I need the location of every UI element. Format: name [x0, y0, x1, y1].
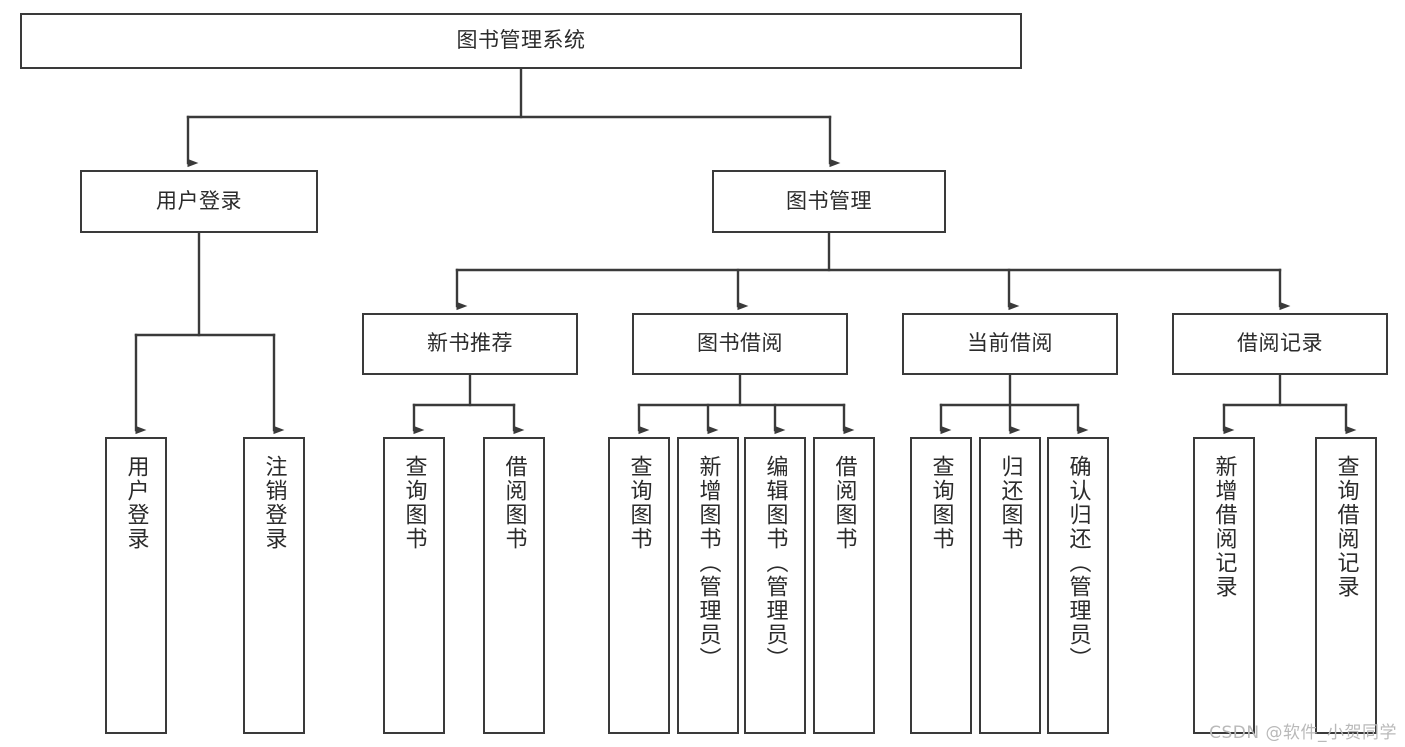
node-label: 借阅图书: [831, 455, 857, 551]
node-label: 注销登录: [261, 455, 287, 551]
node-book-management[interactable]: 图书管理: [712, 170, 946, 233]
node-label: 借阅图书: [501, 455, 527, 551]
leaf-borrow-record-add-record[interactable]: 新增借阅记录: [1193, 437, 1255, 734]
node-label: 查询借阅记录: [1333, 455, 1359, 599]
leaf-book-borrow-borrow-book[interactable]: 借阅图书: [813, 437, 875, 734]
leaf-borrow-record-query-record[interactable]: 查询借阅记录: [1315, 437, 1377, 734]
node-user-login[interactable]: 用户登录: [80, 170, 318, 233]
node-label: 图书管理: [786, 188, 872, 213]
node-label: 当前借阅: [967, 331, 1053, 356]
node-new-book-recommendation[interactable]: 新书推荐: [362, 313, 578, 375]
leaf-new-book-query-book[interactable]: 查询图书: [383, 437, 445, 734]
leaf-book-borrow-add-book-admin[interactable]: 新增图书（管理员）: [677, 437, 739, 734]
node-label: 借阅记录: [1237, 331, 1323, 356]
leaf-current-borrow-return-book[interactable]: 归还图书: [979, 437, 1041, 734]
leaf-book-borrow-edit-book-admin[interactable]: 编辑图书（管理员）: [744, 437, 806, 734]
node-label: 确认归还（管理员）: [1065, 455, 1091, 671]
node-label: 编辑图书（管理员）: [762, 455, 788, 671]
node-label: 查询图书: [401, 455, 427, 551]
node-current-borrowing[interactable]: 当前借阅: [902, 313, 1118, 375]
leaf-user-login-logout[interactable]: 注销登录: [243, 437, 305, 734]
node-label: 新增图书（管理员）: [695, 455, 721, 671]
leaf-book-borrow-query-book[interactable]: 查询图书: [608, 437, 670, 734]
node-label: 归还图书: [997, 455, 1023, 551]
node-root-book-management-system[interactable]: 图书管理系统: [20, 13, 1022, 69]
leaf-current-borrow-query-book[interactable]: 查询图书: [910, 437, 972, 734]
node-label: 用户登录: [123, 455, 149, 551]
node-label: 新增借阅记录: [1211, 455, 1237, 599]
node-label: 查询图书: [626, 455, 652, 551]
leaf-user-login-login[interactable]: 用户登录: [105, 437, 167, 734]
node-label: 查询图书: [928, 455, 954, 551]
node-borrowing-records[interactable]: 借阅记录: [1172, 313, 1388, 375]
csdn-watermark: CSDN @软件_小贺同学: [1209, 723, 1397, 743]
node-label: 新书推荐: [427, 331, 513, 356]
node-book-borrowing[interactable]: 图书借阅: [632, 313, 848, 375]
node-label: 图书管理系统: [456, 28, 586, 53]
node-label: 图书借阅: [697, 331, 783, 356]
leaf-current-borrow-confirm-return-admin[interactable]: 确认归还（管理员）: [1047, 437, 1109, 734]
leaf-new-book-borrow-book[interactable]: 借阅图书: [483, 437, 545, 734]
node-label: 用户登录: [156, 188, 242, 213]
